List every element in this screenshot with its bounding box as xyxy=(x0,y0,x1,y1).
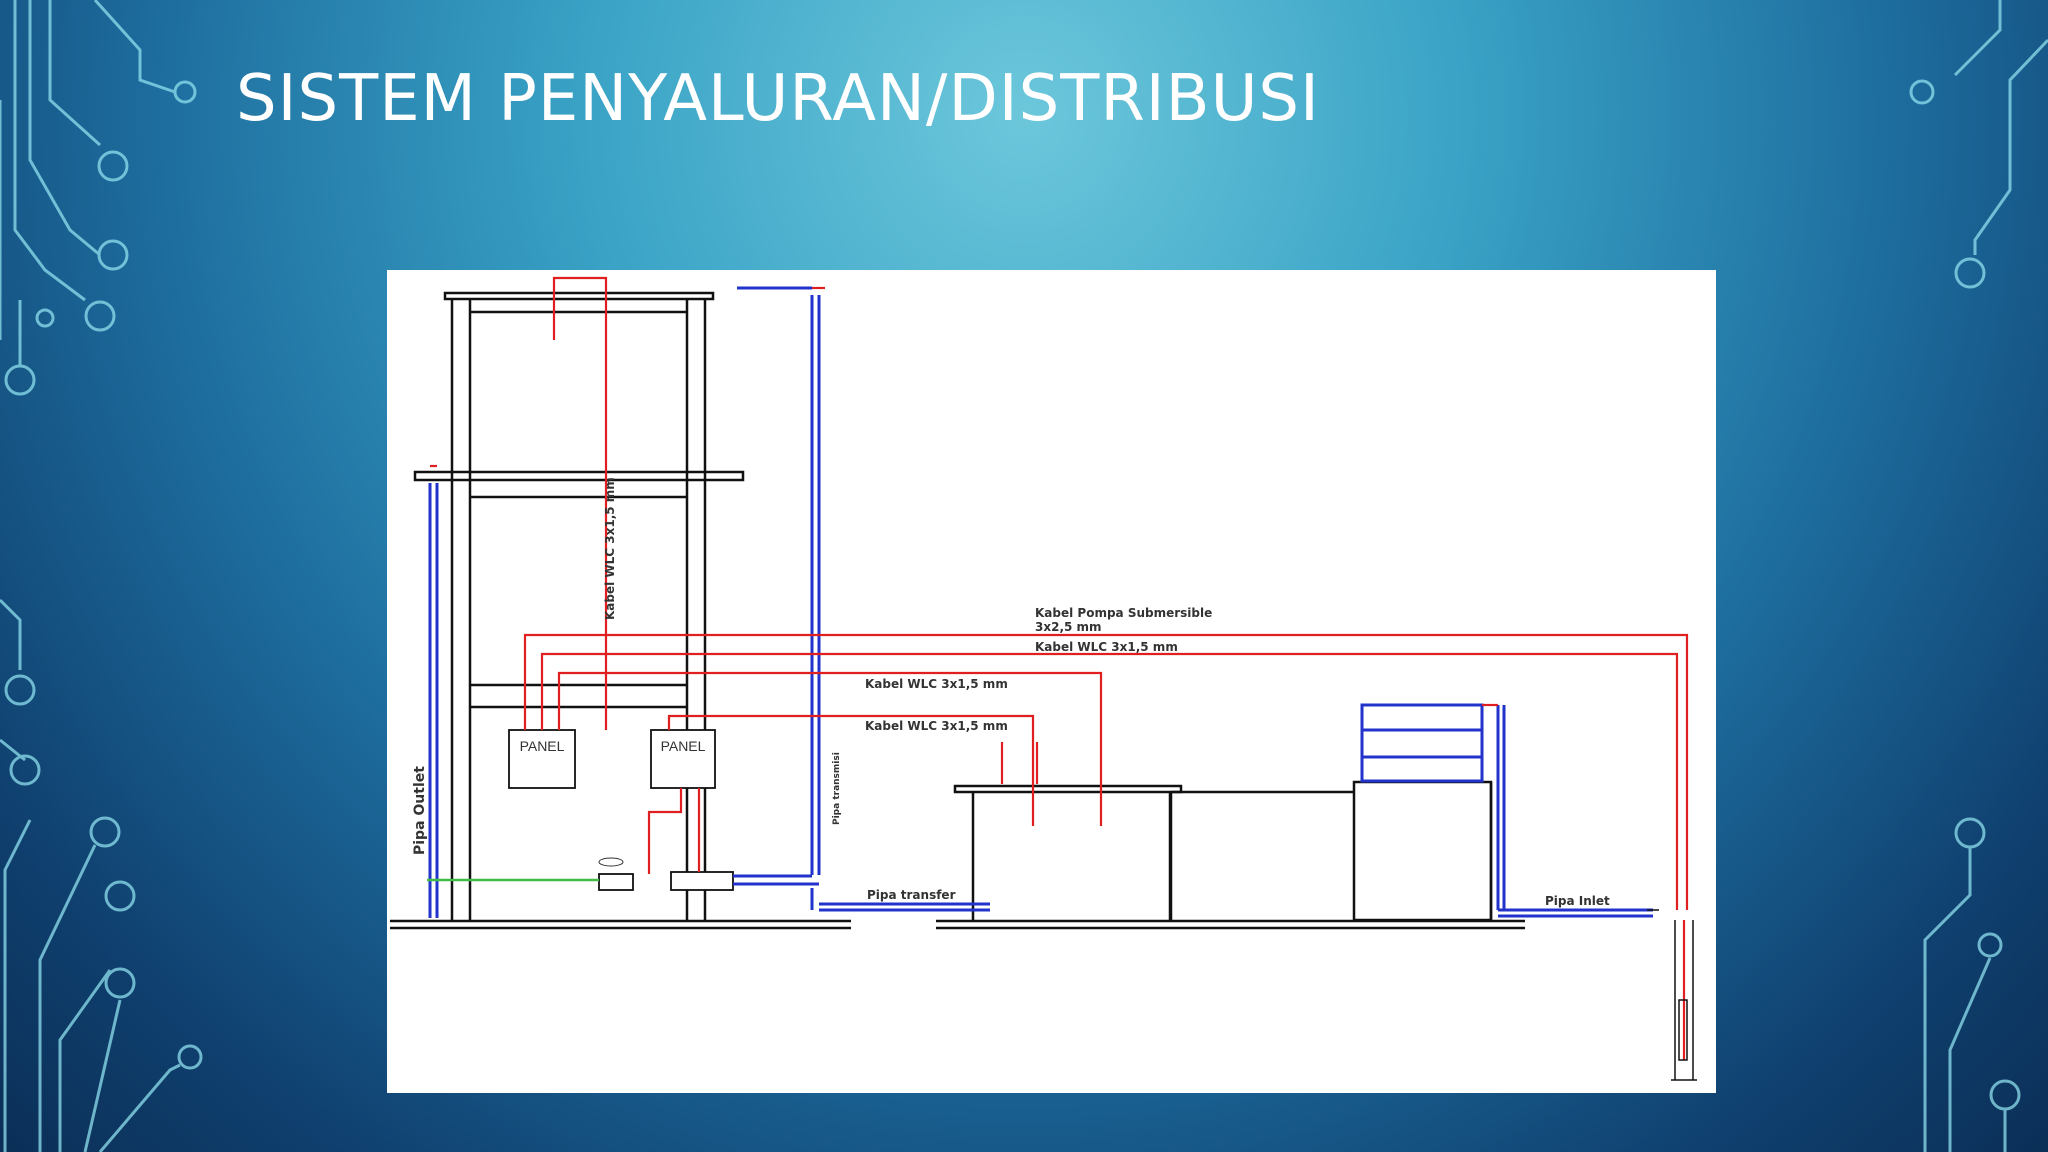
panel-box-right xyxy=(650,729,716,789)
borehole xyxy=(1647,909,1697,1081)
ground-tank xyxy=(936,780,1525,930)
label-wlc-low: Kabel WLC 3x1,5 mm xyxy=(865,719,1008,733)
panel-label-right: PANEL xyxy=(661,738,706,754)
label-pipa-outlet: Pipa Outlet xyxy=(412,766,428,855)
label-pipa-inlet: Pipa Inlet xyxy=(1545,894,1610,908)
label-submersible-1: Kabel Pompa Submersible xyxy=(1035,606,1212,620)
slide-title: SISTEM PENYALURAN/DISTRIBUSI xyxy=(236,62,1320,136)
label-wlc-top: Kabel WLC 3x1,5 mm xyxy=(1035,640,1178,654)
label-pipa-transfer: Pipa transfer xyxy=(867,888,956,902)
distribution-diagram: PANEL PANEL xyxy=(387,270,1716,1093)
label-wlc-mid: Kabel WLC 3x1,5 mm xyxy=(865,677,1008,691)
filter-box xyxy=(1360,703,1484,783)
cables xyxy=(430,276,1689,1060)
small-unit-left xyxy=(598,873,634,891)
label-vertical-cable: Kabel WLC 3x1,5 mm xyxy=(603,477,617,620)
pipes xyxy=(428,286,1653,918)
water-tower xyxy=(390,291,851,930)
label-submersible-2: 3x2,5 mm xyxy=(1035,620,1102,634)
diagram-svg: PANEL PANEL xyxy=(390,276,1697,1081)
small-valve xyxy=(598,857,624,867)
small-unit-right xyxy=(670,871,734,891)
label-pipa-transmisi: Pipa transmisi xyxy=(832,752,842,825)
panel-label-left: PANEL xyxy=(520,738,565,754)
